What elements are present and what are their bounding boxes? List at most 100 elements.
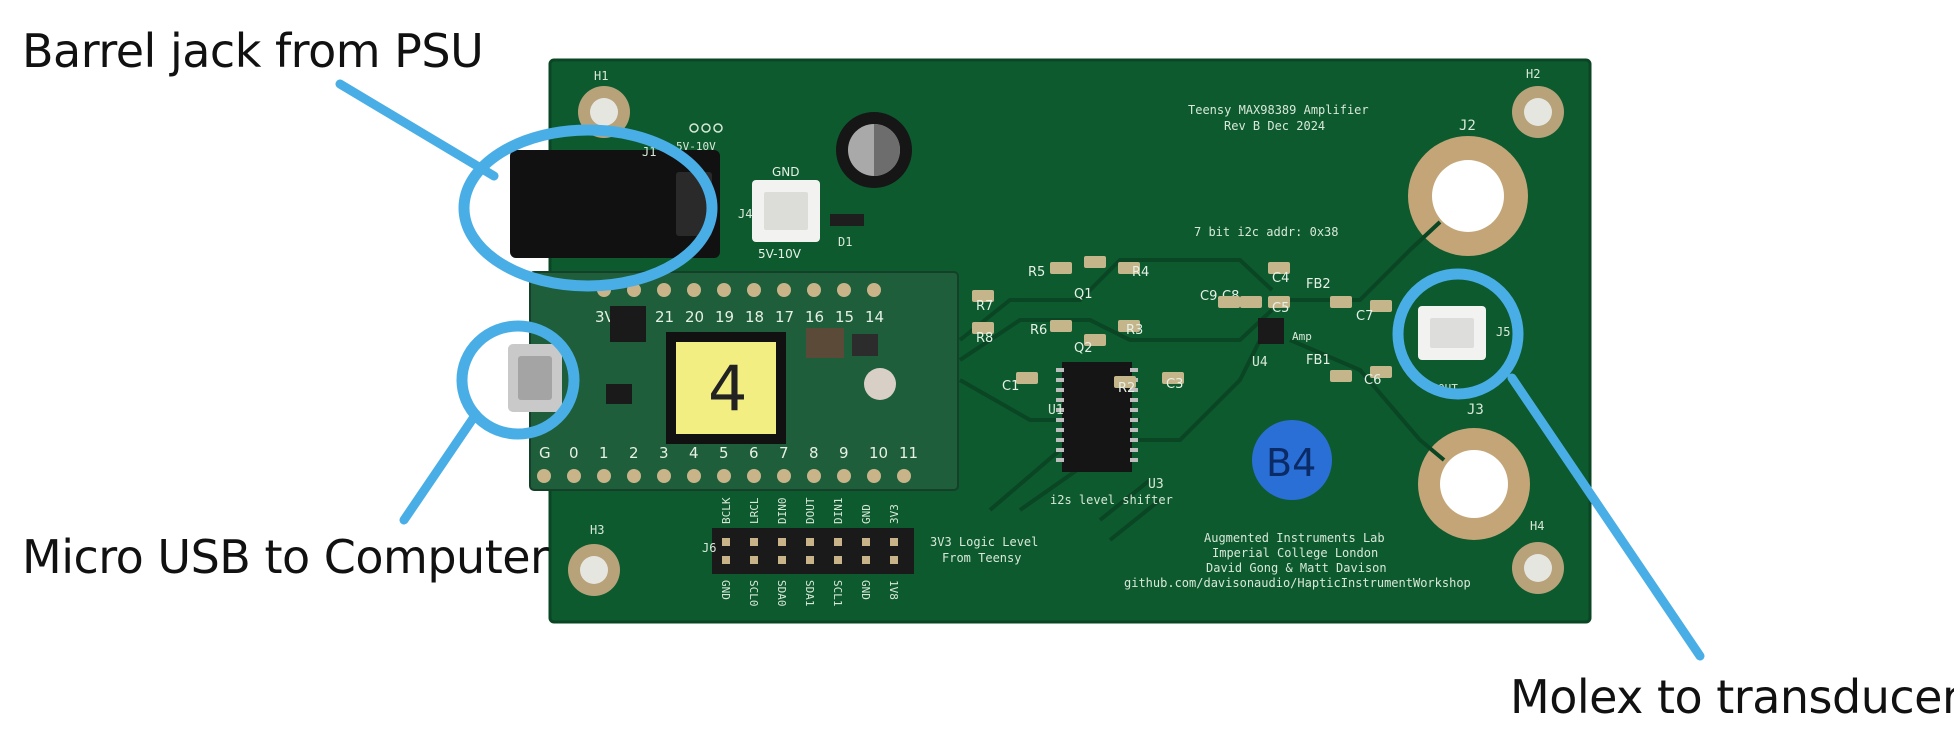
label-h3: H3: [590, 523, 604, 537]
label-h4: H4: [1530, 519, 1544, 533]
label-r8: R8: [976, 331, 993, 346]
callout-line-barrel: [335, 79, 499, 181]
label-gnd: GND: [772, 165, 800, 179]
header-top-label: 3V3: [888, 504, 901, 524]
pin-header-j6: [712, 528, 914, 574]
sticker-number: 4: [708, 352, 747, 425]
header-bottom-label: SCL1: [831, 580, 844, 607]
credit-line4: github.com/davisonaudio/HapticInstrument…: [1124, 576, 1471, 590]
mounting-hole-h3: [568, 544, 620, 596]
label-level-shifter: i2s level shifter: [1050, 493, 1173, 507]
chip-leg: [1056, 438, 1064, 442]
teensy-bottom-pin: [627, 469, 641, 483]
label-r7: R7: [976, 299, 993, 314]
board-title-line1: Teensy MAX98389 Amplifier: [1188, 103, 1369, 117]
teensy-chip-b: [806, 328, 844, 358]
component-c4: [1268, 262, 1290, 274]
label-h1: H1: [594, 69, 608, 83]
header-pin: [834, 556, 842, 564]
header-bottom-label: GND: [719, 580, 732, 600]
teensy-top-pin-label: 15: [835, 308, 854, 326]
label-j1: J1: [642, 145, 656, 159]
callout-ellipse-usb: [456, 320, 580, 440]
sticker-yellow-face: [676, 342, 776, 434]
teensy-bottom-pin-label: 9: [839, 444, 849, 462]
teensy-bottom-pin: [597, 469, 611, 483]
polarity-icon: [689, 123, 723, 133]
pin-header-pins: [722, 538, 898, 564]
teensy-top-pin: [777, 283, 791, 297]
label-r5: R5: [1028, 265, 1045, 280]
label-c7: C7: [1356, 309, 1373, 324]
label-voltage-bottom: 5V-10V: [758, 247, 802, 261]
teensy-bottom-pin-label: 0: [569, 444, 579, 462]
teensy-bottom-pin-label: 1: [599, 444, 609, 462]
teensy-top-pin-label: 18: [745, 308, 764, 326]
board-title-line2: Rev B Dec 2024: [1224, 119, 1325, 133]
component-c7: [1370, 300, 1392, 312]
chip-leg: [1056, 408, 1064, 412]
header-pin: [834, 538, 842, 546]
component-r7: [972, 290, 994, 302]
label-r2: R2: [1118, 381, 1135, 396]
teensy-bottom-pin: [837, 469, 851, 483]
passive-components: R5R4Q1R7R8R6R3Q2C1R2C3C4C8C9C5FB2C7FB1C6: [972, 256, 1392, 396]
callout-ellipse-barrel: [458, 124, 718, 292]
chip-leg: [1130, 408, 1138, 412]
label-d1: D1: [838, 235, 852, 249]
teensy-top-pin: [837, 283, 851, 297]
terminal-j2: [1408, 136, 1528, 256]
teensy-bottom-pin: [567, 469, 581, 483]
component-c6: [1370, 366, 1392, 378]
header-bottom-label: 1V8: [887, 580, 900, 600]
power-connector-socket: [764, 192, 808, 230]
label-i2c-addr: 7 bit i2c addr: 0x38: [1194, 225, 1339, 239]
label-c1: C1: [1002, 379, 1019, 394]
terminal-j3: [1418, 428, 1530, 540]
teensy-button: [864, 368, 896, 400]
teensy-bottom-pin: [777, 469, 791, 483]
header-top-label: DIN1: [832, 498, 845, 525]
teensy-bottom-pin: [537, 469, 551, 483]
callout-ellipse-molex: [1392, 268, 1524, 400]
header-pin: [722, 556, 730, 564]
callout-line-usb: [399, 409, 481, 525]
header-top-label: LRCL: [748, 497, 761, 524]
callout-barrel-jack: Barrel jack from PSU: [22, 24, 484, 78]
chip-leg: [1056, 378, 1064, 382]
teensy-bottom-pin-label: 5: [719, 444, 729, 462]
electrolytic-capacitor: [836, 112, 912, 188]
micro-usb-inner: [518, 356, 552, 400]
teensy-bottom-pin: [867, 469, 881, 483]
teensy-top-pin: [807, 283, 821, 297]
teensy-bottom-pin-label: 7: [779, 444, 789, 462]
label-u3: U3: [1148, 477, 1164, 492]
teensy-top-pin: [657, 283, 671, 297]
header-pin: [778, 538, 786, 546]
callout-line-molex: [1507, 373, 1705, 661]
teensy-bottom-pin: [717, 469, 731, 483]
chip-leg: [1056, 428, 1064, 432]
label-voltage-top: 5V-10V: [676, 140, 716, 153]
label-j5: J5: [1496, 325, 1510, 339]
header-bottom-label: GND: [859, 580, 872, 600]
sticker-blue: [1252, 420, 1332, 500]
chip-leg: [1056, 398, 1064, 402]
chip-leg: [1130, 368, 1138, 372]
teensy-top-pin: [717, 283, 731, 297]
label-c5: C5: [1272, 301, 1289, 316]
chip-leg: [1130, 418, 1138, 422]
label-r4: R4: [1132, 265, 1149, 280]
label-h2: H2: [1526, 67, 1540, 81]
component-c8: [1240, 296, 1262, 308]
barrel-jack: [510, 150, 720, 258]
component-r8: [972, 322, 994, 334]
label-j3: J3: [1467, 402, 1484, 418]
label-j6: J6: [702, 541, 716, 555]
chip-leg: [1056, 458, 1064, 462]
component-r5: [1050, 262, 1072, 274]
teensy-top-pin-label: 19: [715, 308, 734, 326]
component-fb2: [1330, 296, 1352, 308]
